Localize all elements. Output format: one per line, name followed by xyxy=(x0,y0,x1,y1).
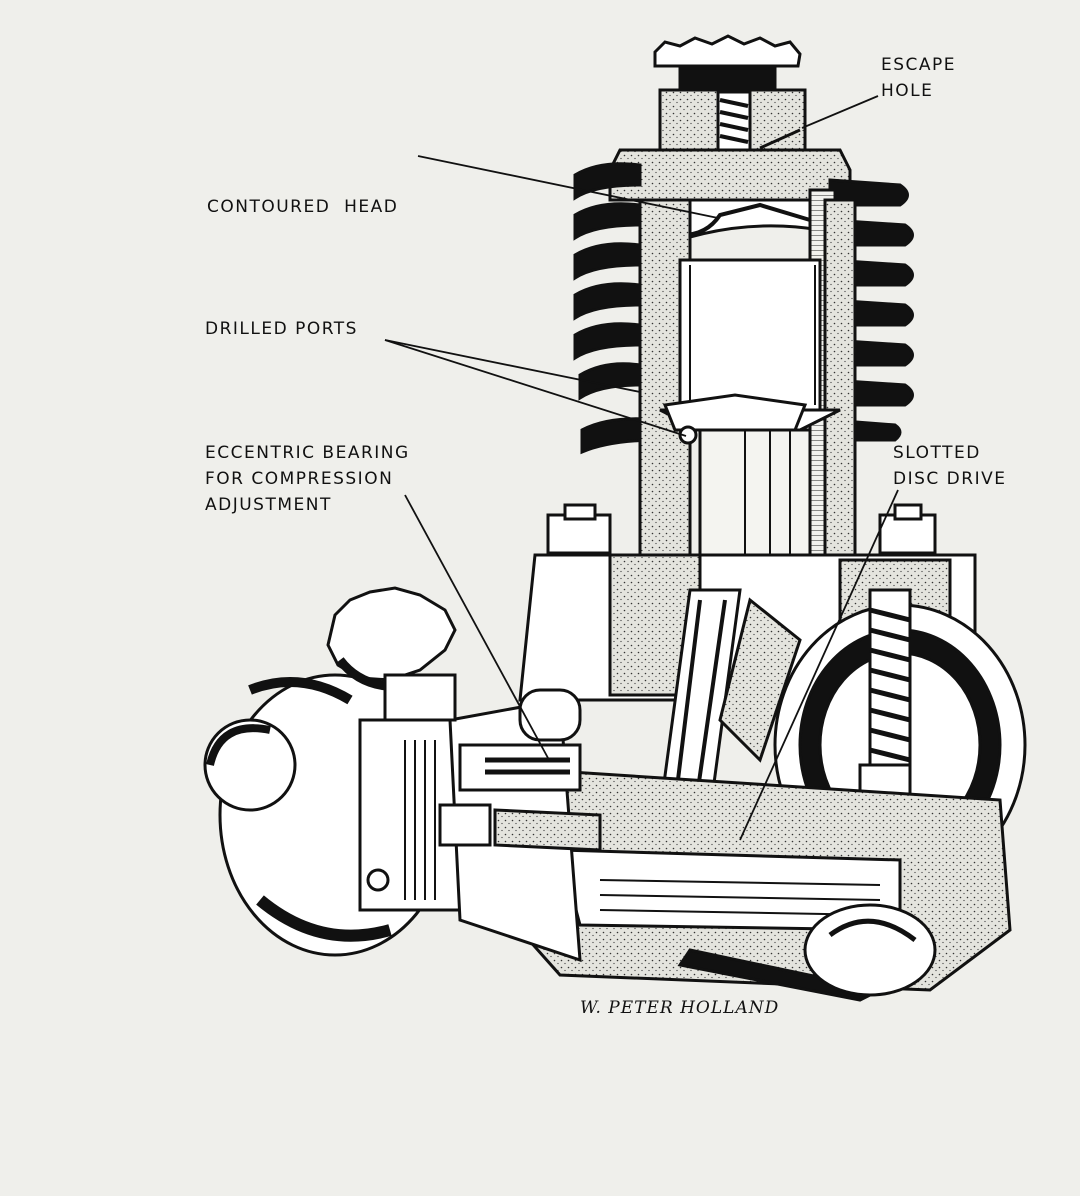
slotted-disc-drive-label: SLOTTED DISC DRIVE xyxy=(893,440,1006,492)
leader-slotted-disc xyxy=(739,489,899,841)
contoured-head-label: CONTOURED HEAD xyxy=(207,142,398,246)
slotted-disc-drive-label-line2: DISC DRIVE xyxy=(893,469,1007,489)
crankshaft-housing xyxy=(518,768,1012,1002)
escape-hole-label-line1: ESCAPE xyxy=(881,55,957,75)
leader-escape-hole xyxy=(801,95,879,129)
drilled-ports-label-text: DRILLED PORTS xyxy=(205,319,358,339)
contoured-head-label-text: CONTOURED HEAD xyxy=(207,197,399,217)
eccentric-bearing xyxy=(458,688,602,852)
eccentric-bearing-label-line2: FOR COMPRESSION xyxy=(205,469,394,489)
drilled-ports-label: DRILLED PORTS xyxy=(205,316,358,342)
crankcase-bolts xyxy=(546,503,937,555)
escape-hole-label-line2: HOLE xyxy=(881,81,934,101)
artist-signature: W. PETER HOLLAND xyxy=(580,998,780,1018)
eccentric-bearing-label: ECCENTRIC BEARING FOR COMPRESSION ADJUST… xyxy=(205,440,410,518)
leader-eccentric-bearing xyxy=(404,494,549,759)
slotted-disc-drive-label-line1: SLOTTED xyxy=(893,443,981,463)
callout-leader-lines xyxy=(384,95,899,841)
eccentric-bearing-label-line1: ECCENTRIC BEARING xyxy=(205,443,410,463)
leader-contoured-head xyxy=(417,155,719,219)
leader-drilled-ports-1 xyxy=(384,339,641,393)
leader-drilled-ports-2 xyxy=(384,339,687,437)
escape-hole-label: ESCAPE HOLE xyxy=(881,52,956,104)
eccentric-bearing-label-line3: ADJUSTMENT xyxy=(205,495,332,515)
compression-knob xyxy=(326,586,457,722)
